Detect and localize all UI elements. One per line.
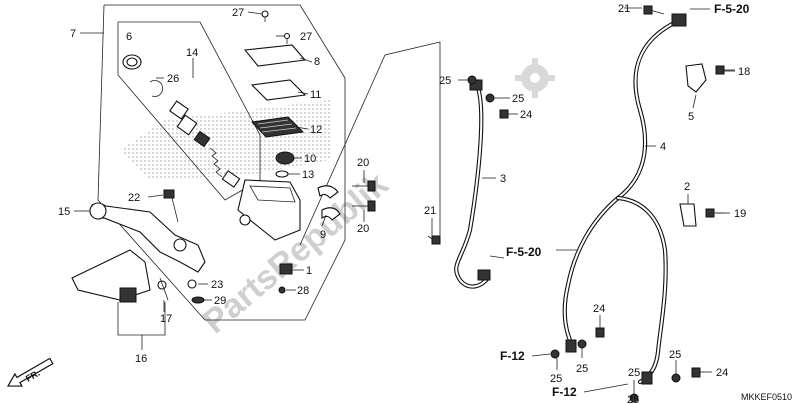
diaphragm-plate bbox=[250, 79, 307, 101]
master-cylinder-body bbox=[237, 179, 301, 241]
callout-25: 25 bbox=[550, 373, 562, 385]
callout-28: 28 bbox=[297, 285, 309, 297]
callout-8: 8 bbox=[314, 56, 320, 68]
float bbox=[275, 151, 295, 165]
callout-25: 25 bbox=[628, 367, 640, 379]
reference-f-5-20: F-5-20 bbox=[714, 2, 750, 16]
callout-24: 24 bbox=[716, 367, 728, 379]
lever-guard-bracket bbox=[71, 249, 151, 301]
bolt-24-c bbox=[691, 367, 701, 378]
callout-25: 25 bbox=[627, 394, 639, 404]
leader-lines bbox=[74, 7, 735, 394]
callout-1: 1 bbox=[306, 265, 312, 277]
callout-4: 4 bbox=[660, 141, 666, 153]
bolt-24-b bbox=[595, 327, 605, 338]
callout-25: 25 bbox=[576, 363, 588, 375]
callout-21: 21 bbox=[424, 205, 436, 217]
brake-hose-4 bbox=[562, 13, 687, 385]
holder-clamp bbox=[317, 185, 341, 221]
reference-f-12: F-12 bbox=[552, 385, 577, 399]
washer-25-c bbox=[550, 349, 560, 359]
callout-23: 23 bbox=[211, 279, 223, 291]
washer-25-b bbox=[485, 93, 495, 103]
screw-28 bbox=[278, 286, 286, 294]
bracket-5 bbox=[685, 63, 707, 93]
hose3-frame bbox=[299, 41, 441, 246]
reference-f-12: F-12 bbox=[500, 349, 525, 363]
bolt-20-upper bbox=[352, 180, 376, 192]
callout-2: 2 bbox=[684, 181, 690, 193]
callout-3: 3 bbox=[500, 173, 506, 185]
nut-23 bbox=[187, 279, 197, 289]
callout-25: 25 bbox=[439, 75, 451, 87]
bolt-24-a bbox=[499, 109, 509, 119]
callout-24: 24 bbox=[520, 109, 532, 121]
watermark-gear-icon bbox=[515, 58, 555, 98]
washer-25-d bbox=[577, 339, 587, 349]
callout-20: 20 bbox=[357, 157, 369, 169]
callout-16: 16 bbox=[135, 353, 147, 365]
screw-27-top bbox=[261, 10, 269, 22]
callout-11: 11 bbox=[310, 89, 321, 101]
callout-5: 5 bbox=[688, 111, 694, 123]
front-stop-switch bbox=[279, 263, 293, 275]
screw-27 bbox=[283, 32, 291, 44]
washer-25-a bbox=[467, 75, 477, 85]
callout-10: 10 bbox=[304, 153, 316, 165]
callout-7: 7 bbox=[70, 28, 76, 40]
callout-17: 17 bbox=[160, 313, 172, 325]
dotted-shade-area bbox=[120, 100, 330, 180]
callout-27: 27 bbox=[232, 7, 244, 19]
callout-6: 6 bbox=[126, 31, 132, 43]
callout-20: 20 bbox=[357, 223, 369, 235]
piston-set bbox=[169, 100, 241, 188]
callout-14: 14 bbox=[186, 47, 198, 59]
callout-21: 21 bbox=[618, 3, 630, 15]
callout-25: 25 bbox=[669, 349, 681, 361]
subassembly-frame bbox=[117, 21, 261, 201]
brake-hose-3 bbox=[454, 79, 491, 289]
bolt-21-b bbox=[643, 5, 665, 15]
circlip bbox=[149, 80, 164, 97]
callout-24: 24 bbox=[593, 303, 605, 315]
washer-29 bbox=[191, 296, 205, 304]
front-direction-arrow-icon bbox=[6, 357, 54, 387]
callout-27: 27 bbox=[300, 31, 312, 43]
callout-18: 18 bbox=[738, 66, 750, 78]
callout-22: 22 bbox=[128, 192, 140, 204]
hose-clamp-2 bbox=[679, 203, 697, 227]
callout-12: 12 bbox=[310, 124, 322, 136]
callout-29: 29 bbox=[214, 295, 226, 307]
callout-26: 26 bbox=[167, 73, 179, 85]
washer bbox=[275, 170, 289, 178]
callout-15: 15 bbox=[58, 206, 70, 218]
washer-25-f bbox=[671, 373, 681, 383]
callout-25: 25 bbox=[512, 93, 524, 105]
callout-9: 9 bbox=[320, 229, 326, 241]
callout-13: 13 bbox=[302, 169, 314, 181]
reference-f-5-20: F-5-20 bbox=[506, 245, 542, 259]
pivot-bolt bbox=[163, 189, 179, 223]
callout-19: 19 bbox=[734, 208, 746, 220]
reservoir-cap bbox=[243, 44, 307, 67]
bolt-21-a bbox=[427, 235, 441, 245]
drawing-code: MKKEF0510 bbox=[741, 392, 792, 402]
bolt-20-lower bbox=[352, 200, 376, 212]
bolt-18 bbox=[715, 65, 735, 75]
